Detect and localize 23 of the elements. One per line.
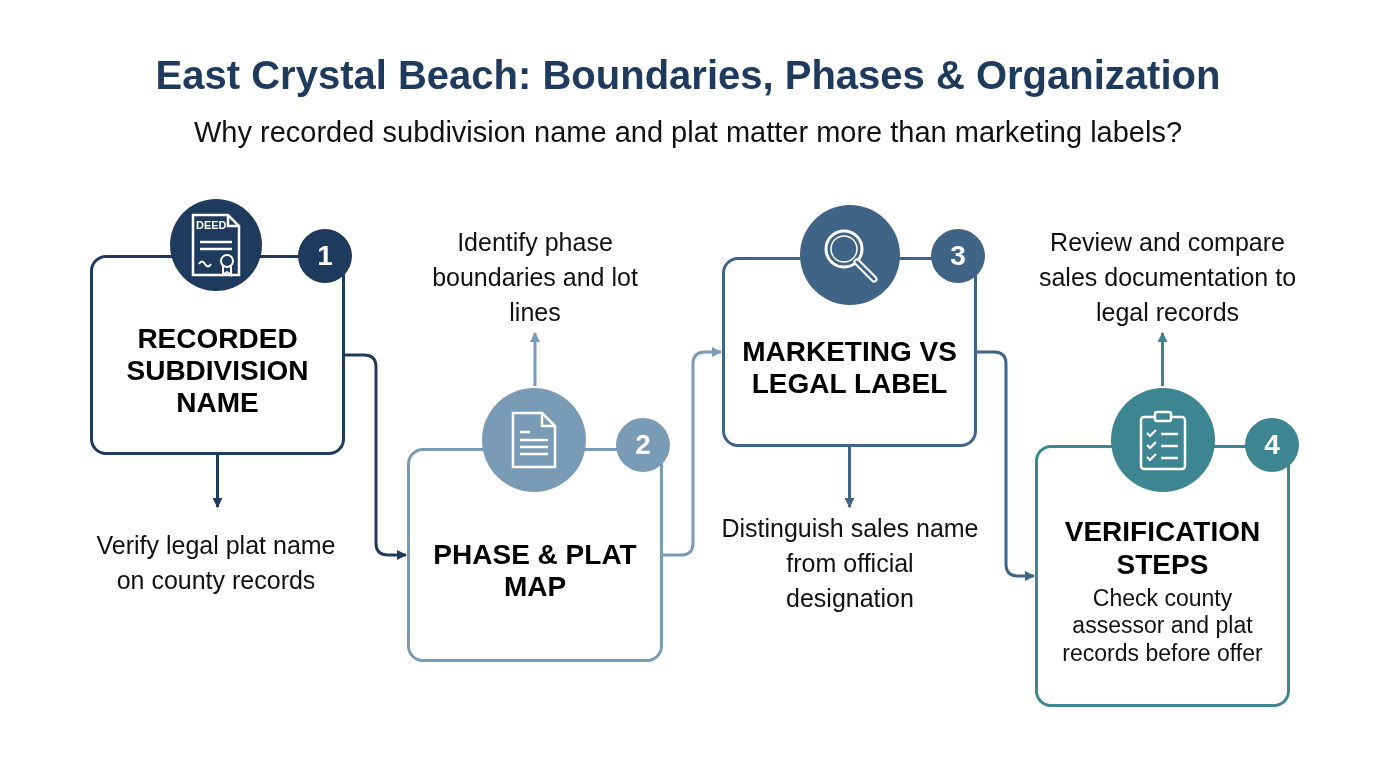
arrow [530,332,540,386]
note-text: Verify legal plat name on county records [96,528,336,598]
deed-text: DEED [196,220,227,231]
arrow [212,455,223,508]
number-badge: 1 [298,229,352,283]
number-badge: 3 [931,229,985,283]
step-description: Check county assessor and plat records before offer [1061,584,1264,668]
step-title: PHASE & PLAT MAP [432,538,638,604]
step-title: VERIFICATION STEPS [1063,516,1262,581]
arrow [663,347,722,557]
number-badge: 2 [616,418,670,472]
subtitle: Why recorded subdivision name and plat matter more than marketing labels? [192,115,1184,150]
number-badge: 4 [1245,418,1299,472]
note-text: Review and compare sales documentation to legal records [1025,224,1310,330]
title: East Crystal Beach: Boundaries, Phases & Organization [154,52,1222,99]
arrow [844,447,855,508]
note-text: Distinguish sales name from official designation [720,510,980,616]
step-title: RECORDED SUBDIVISION NAME [125,322,310,420]
arrow [977,350,1035,581]
step-title: MARKETING VS LEGAL LABEL [741,335,958,401]
note-text: Identify phase boundaries and lot lines [415,224,655,330]
arrow [345,353,407,560]
arrow [1157,332,1168,386]
